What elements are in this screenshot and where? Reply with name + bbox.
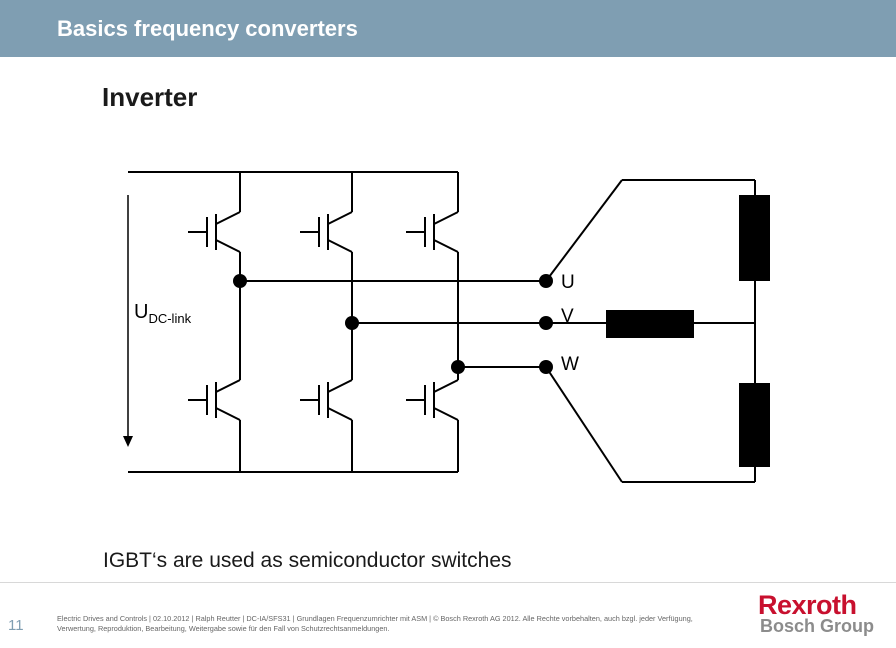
slide-title: Inverter <box>102 82 198 112</box>
rexroth-logo: Rexroth <box>758 590 857 620</box>
footer-divider <box>0 582 896 583</box>
igbt-switch-2 <box>300 211 353 253</box>
node-dot-u-leg <box>233 274 247 288</box>
motor-winding-1 <box>739 195 770 281</box>
header-bar: Basics frequency converters <box>0 0 896 57</box>
dc-link-voltage-arrow <box>123 195 133 447</box>
node-dot-w-leg <box>451 360 465 374</box>
terminal-dot-u <box>539 274 553 288</box>
terminal-dot-v <box>539 316 553 330</box>
footer-legal-text: Electric Drives and Controls | 02.10.201… <box>57 614 693 633</box>
phase-label-v: V <box>561 306 574 327</box>
igbt-switch-6 <box>406 379 459 421</box>
slide-caption: IGBT‘s are used as semiconductor switche… <box>103 549 512 572</box>
igbt-switch-3 <box>406 211 459 253</box>
phase-label-u: U <box>561 272 575 293</box>
phase-label-w: W <box>561 354 579 375</box>
motor-winding-3 <box>739 383 770 467</box>
dc-link-voltage-label: UDC-link <box>134 301 192 326</box>
terminal-dot-w <box>539 360 553 374</box>
header-title: Basics frequency converters <box>57 16 358 41</box>
igbt-switch-5 <box>300 379 353 421</box>
bosch-group-logo: Bosch Group <box>760 616 875 636</box>
node-dot-v-leg <box>345 316 359 330</box>
igbt-switch-1 <box>188 211 241 253</box>
page-number: 11 <box>8 617 24 634</box>
igbt-switch-4 <box>188 379 241 421</box>
motor-winding-2 <box>606 310 694 338</box>
